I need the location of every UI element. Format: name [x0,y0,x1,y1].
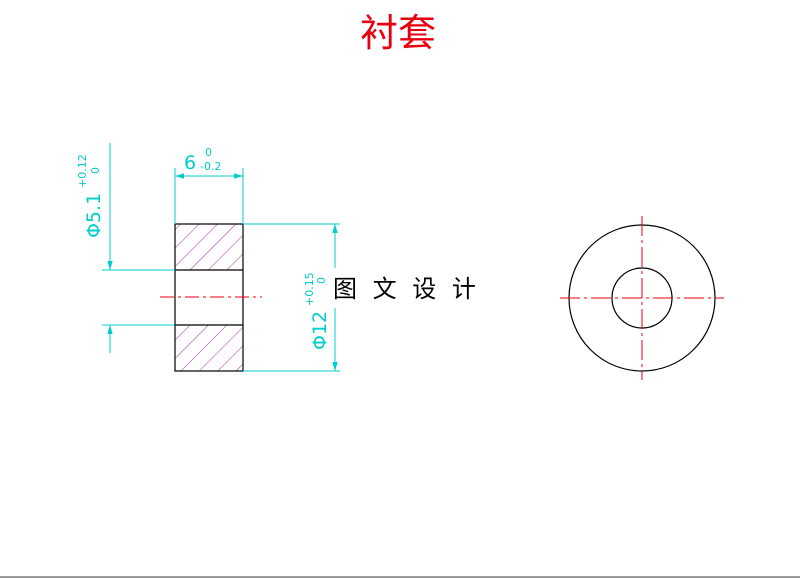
inner-diameter-dimension: Φ5.1 +0.12 0 [76,143,175,353]
watermark-background [328,268,470,308]
end-view [560,216,724,380]
outer-diameter-value: Φ12 [309,311,331,350]
watermark-text: 图 文 设 计 [333,275,480,303]
width-dimension: 6 0 -0.2 [174,146,244,224]
drawing-title: 衬套 [360,11,436,55]
outer-lower-tol: 0 [315,277,328,284]
inner-diameter-value: Φ5.1 [83,193,105,238]
hatch-top [175,224,243,270]
width-upper-tol: 0 [205,146,212,159]
outer-upper-tol: +0.15 [303,272,316,306]
width-lower-tol: -0.2 [200,160,221,173]
hatch-bottom [175,325,243,371]
section-view [160,223,262,372]
inner-lower-tol: 0 [89,167,102,174]
width-value: 6 [184,152,196,174]
outer-diameter-dimension: Φ12 +0.15 0 [243,223,340,372]
inner-upper-tol: +0.12 [76,154,89,188]
